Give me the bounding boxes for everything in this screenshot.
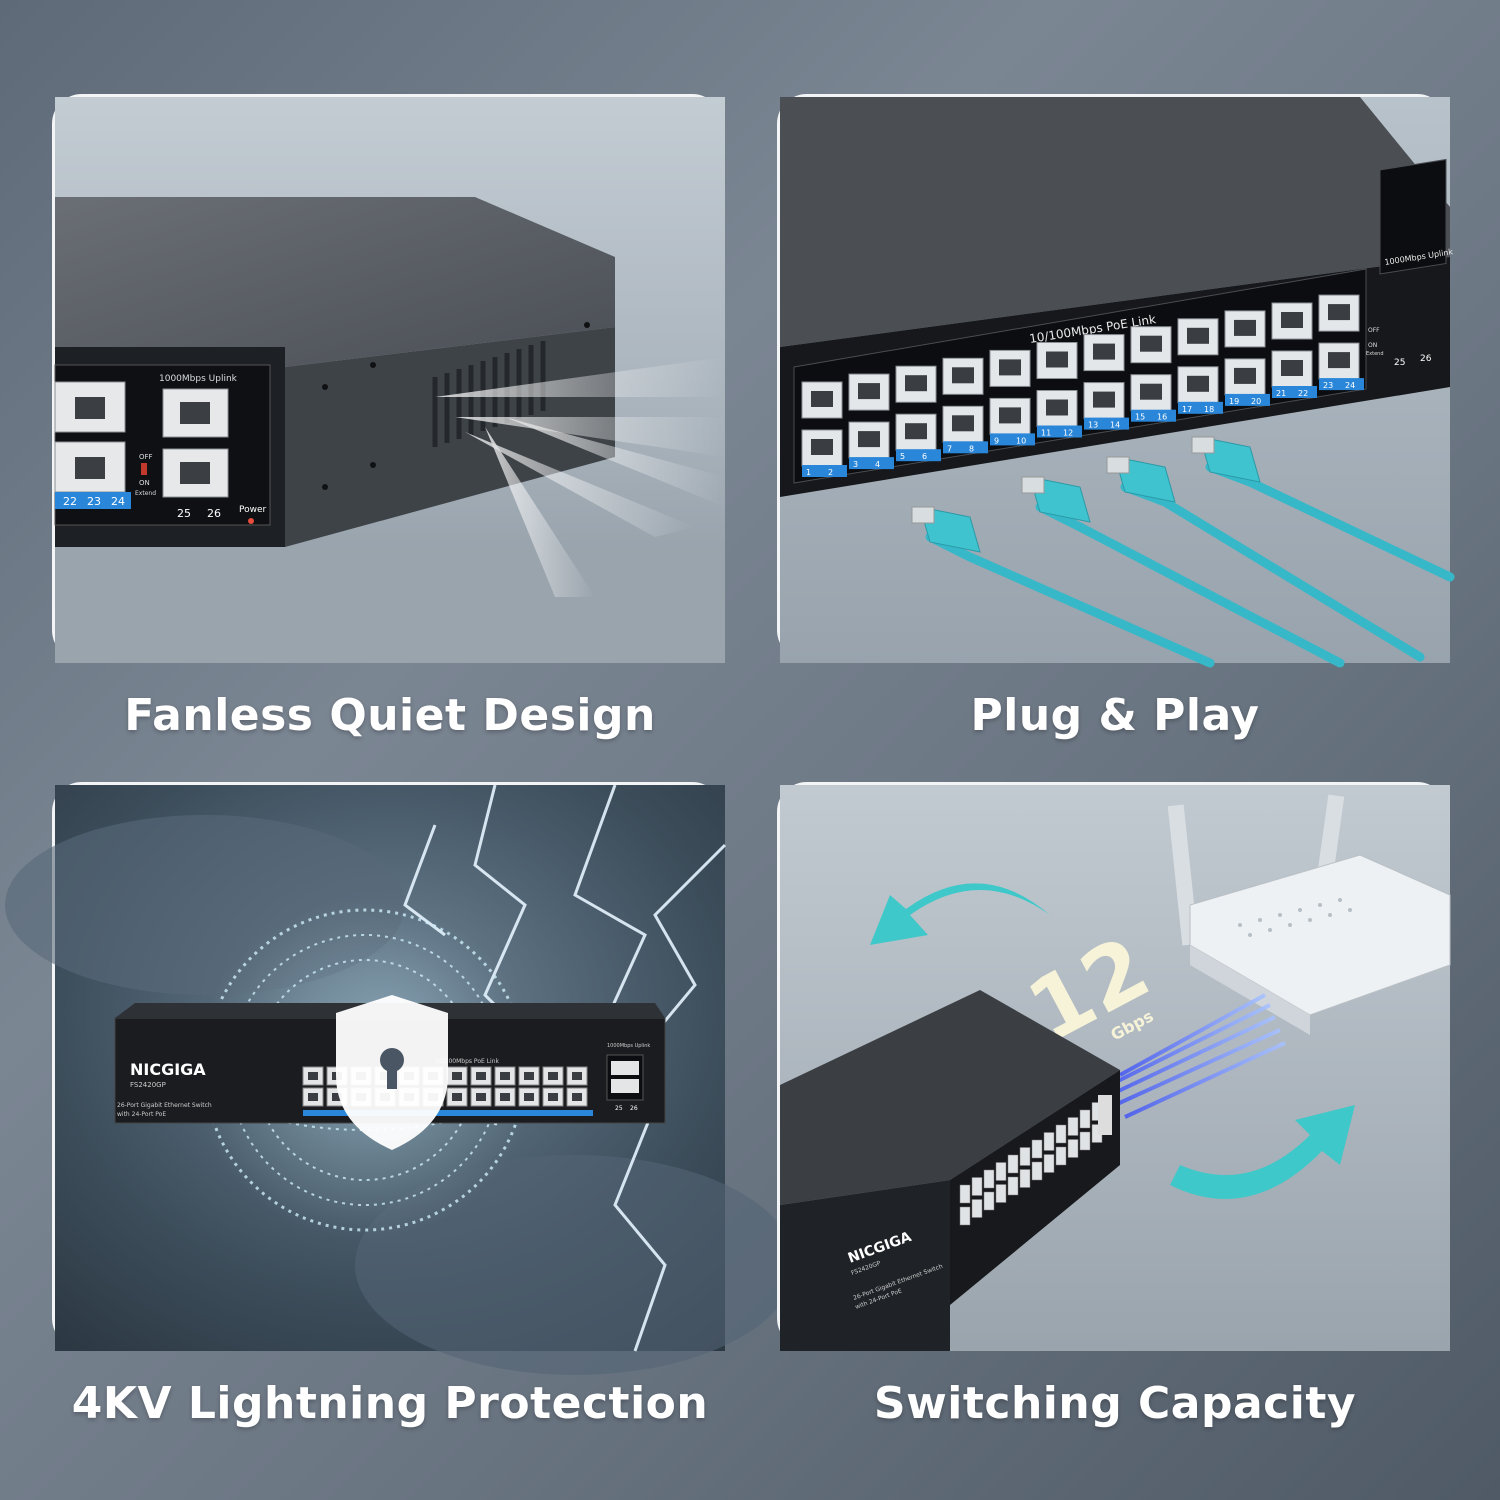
extend-label: Extend	[135, 490, 156, 497]
port-number-label: 11	[1041, 429, 1051, 438]
port-number-label: 16	[1157, 413, 1167, 422]
poe-link-label: 10/100Mbps PoE Link	[435, 1058, 500, 1065]
on-label: ON	[1368, 342, 1377, 349]
port-number-label: 17	[1182, 405, 1192, 414]
uplink-label: 1000Mbps Uplink	[159, 374, 238, 384]
rj45-plug-icon	[919, 506, 981, 553]
shield-lock-icon	[336, 995, 448, 1150]
port-number-label: 4	[875, 460, 880, 469]
port-number-label: 13	[1088, 421, 1098, 430]
lightning-switch-image: NICGIGA FS2420GP 26-Port Gigabit Etherne…	[5, 784, 795, 1375]
power-led-icon	[248, 518, 254, 524]
panel-fanless: 22 23 24 1000Mbps Uplink OFF ON Extend 2…	[52, 94, 725, 663]
brand-label: NICGIGA	[130, 1060, 206, 1079]
port-number-label: 20	[1251, 397, 1261, 406]
port-number-label: 7	[947, 444, 952, 453]
port-number-label: 19	[1229, 397, 1239, 406]
port-number-label: 3	[853, 460, 858, 469]
caption-fanless: Fanless Quiet Design	[124, 690, 656, 741]
arrow-right-icon	[1170, 1105, 1355, 1200]
port-label-25: 25	[615, 1105, 623, 1112]
port-label-24: 24	[111, 495, 125, 508]
port-number-label: 9	[994, 436, 999, 445]
port-number-label: 23	[1323, 381, 1333, 390]
uplink-label: 1000Mbps Uplink	[607, 1043, 650, 1049]
panel-switching-capacity: 12 Gbps NICGIGA FS2420GP 26-Port Gigabit…	[777, 782, 1451, 1351]
port-label-26: 26	[207, 507, 221, 520]
extend-label: Extend	[1366, 351, 1384, 357]
port-number-label: 2	[828, 468, 833, 477]
on-label: ON	[139, 479, 150, 487]
router-icon	[1167, 794, 1451, 1035]
port-number-label: 10	[1016, 436, 1026, 445]
off-label: OFF	[139, 453, 153, 461]
dip-switch-icon	[141, 463, 147, 475]
panel-lightning: NICGIGA FS2420GP 26-Port Gigabit Etherne…	[5, 782, 795, 1375]
caption-lightning: 4KV Lightning Protection	[71, 1378, 709, 1429]
port-label-26: 26	[630, 1105, 638, 1112]
model-label: FS2420GP	[130, 1081, 166, 1089]
fanless-switch-image: 22 23 24 1000Mbps Uplink OFF ON Extend 2…	[54, 97, 725, 663]
port-number-label: 21	[1276, 389, 1286, 398]
port-label-23: 23	[87, 495, 101, 508]
port-number-label: 24	[1345, 381, 1355, 390]
port-number-label: 15	[1135, 413, 1145, 422]
port-label-26: 26	[1420, 354, 1432, 364]
port-number-label: 14	[1110, 421, 1120, 430]
desc-line-2: with 24-Port PoE	[117, 1111, 166, 1118]
caption-switching-capacity: Switching Capacity	[873, 1378, 1357, 1429]
port-number-label: 5	[900, 452, 905, 461]
port-number-label: 1	[806, 468, 811, 477]
port-label-25: 25	[1394, 358, 1405, 368]
power-label: Power	[239, 505, 267, 515]
switching-capacity-image: 12 Gbps NICGIGA FS2420GP 26-Port Gigabit…	[780, 785, 1451, 1351]
port-number-label: 6	[922, 452, 927, 461]
port-number-label: 18	[1204, 405, 1214, 414]
arrow-left-icon	[870, 883, 1050, 945]
port-label-25: 25	[177, 507, 191, 520]
port-label-22: 22	[63, 495, 77, 508]
port-number-label: 22	[1298, 389, 1308, 398]
port-number-label: 8	[969, 444, 974, 453]
caption-plug-play: Plug & Play	[970, 690, 1260, 741]
desc-line-1: 26-Port Gigabit Ethernet Switch	[117, 1102, 212, 1109]
off-label: OFF	[1368, 327, 1380, 334]
port-number-label: 12	[1063, 429, 1073, 438]
